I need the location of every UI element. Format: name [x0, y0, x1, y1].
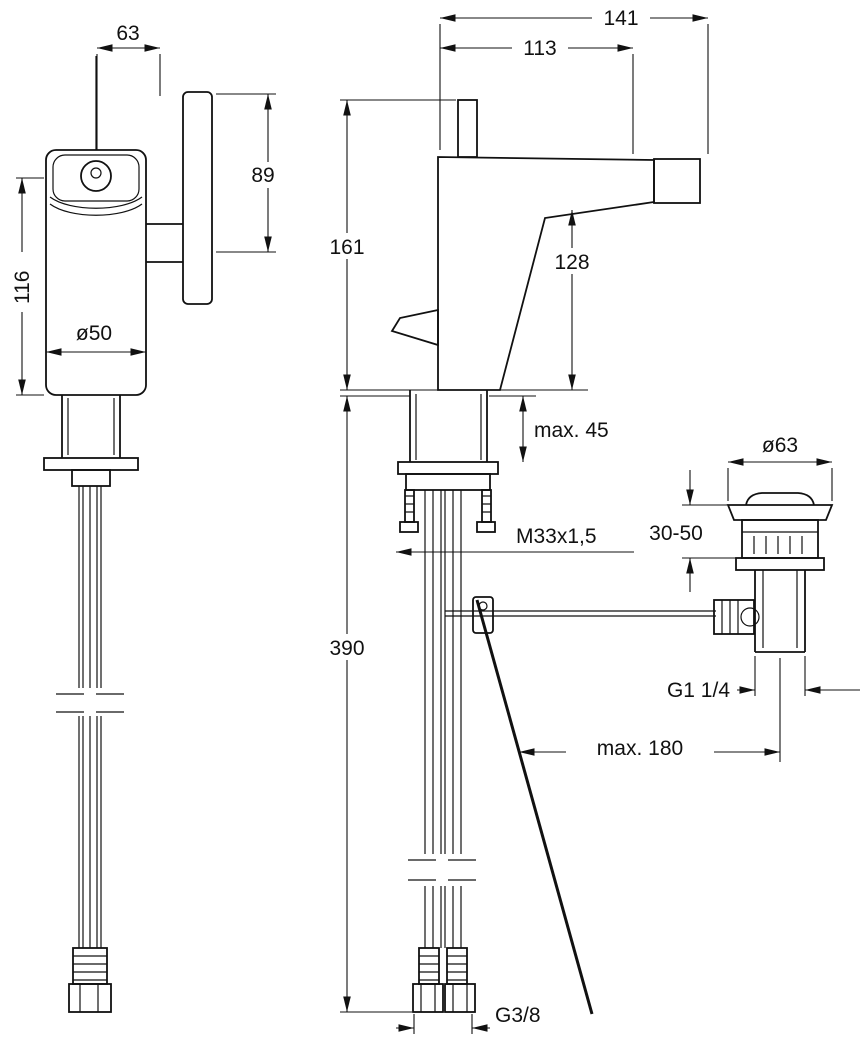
dim-label-waste-range: 30-50 — [649, 522, 703, 545]
waste-flange — [726, 504, 834, 521]
supply-hoses-side — [408, 490, 486, 1013]
dim-label-outlet-height: 128 — [554, 251, 589, 274]
temperature-lever — [390, 308, 439, 347]
waste-assembly: ø63 30-50 G1 1/4 max. 180 — [519, 434, 860, 762]
dim-label-waste-diameter: ø63 — [762, 434, 798, 457]
pop-up-linkage — [445, 596, 716, 1015]
dim-label-front-width: 63 — [116, 22, 139, 45]
handle-lever-front — [146, 91, 213, 305]
pop-up-rod-vertical — [440, 490, 446, 948]
dim-label-lever-height: 89 — [251, 164, 274, 187]
rod-adjuster — [713, 599, 755, 635]
braided-fittings-side — [412, 947, 476, 1013]
dim-label-supply-thread: G3/8 — [495, 1004, 541, 1027]
diagonal-rod — [475, 599, 594, 1015]
rod-clamp — [472, 596, 494, 634]
dim-label-deck-max: max. 45 — [534, 419, 609, 442]
front-view: 63 89 116 ø50 — [10, 22, 284, 1013]
side-view-dimensions: 141 113 161 128 max. 45 390 M33x1,5 — [317, 4, 709, 1034]
front-view-dimensions: 63 89 116 ø50 — [10, 22, 284, 396]
shank-and-flange-front — [43, 395, 139, 487]
break-symbol-front — [56, 693, 126, 713]
side-view: 141 113 161 128 max. 45 390 M33x1,5 — [317, 4, 716, 1034]
mixer-body-side — [390, 99, 701, 391]
waste-body — [713, 492, 834, 653]
waste-plug — [745, 492, 815, 506]
dim-label-total-projection: 141 — [603, 7, 638, 30]
dim-label-body-height: 116 — [11, 271, 34, 304]
break-symbol-side — [408, 859, 486, 881]
dim-label-hose-length: 390 — [329, 637, 364, 660]
waste-dimensions: ø63 30-50 G1 1/4 max. 180 — [519, 434, 860, 762]
mixer-body-front — [45, 56, 147, 396]
horizontal-rod — [445, 610, 716, 617]
dim-label-mounting-thread: M33x1,5 — [516, 525, 597, 548]
shank-and-mounting-side — [397, 390, 499, 533]
dim-label-body-diameter: ø50 — [76, 322, 112, 345]
supply-hoses-front — [56, 486, 126, 1013]
braided-fitting-front — [68, 947, 112, 1013]
dim-label-waste-thread: G1 1/4 — [667, 679, 730, 702]
dim-label-total-height: 161 — [329, 236, 364, 259]
dim-label-spout-projection: 113 — [523, 37, 556, 60]
dim-label-rod-max: max. 180 — [597, 737, 683, 760]
